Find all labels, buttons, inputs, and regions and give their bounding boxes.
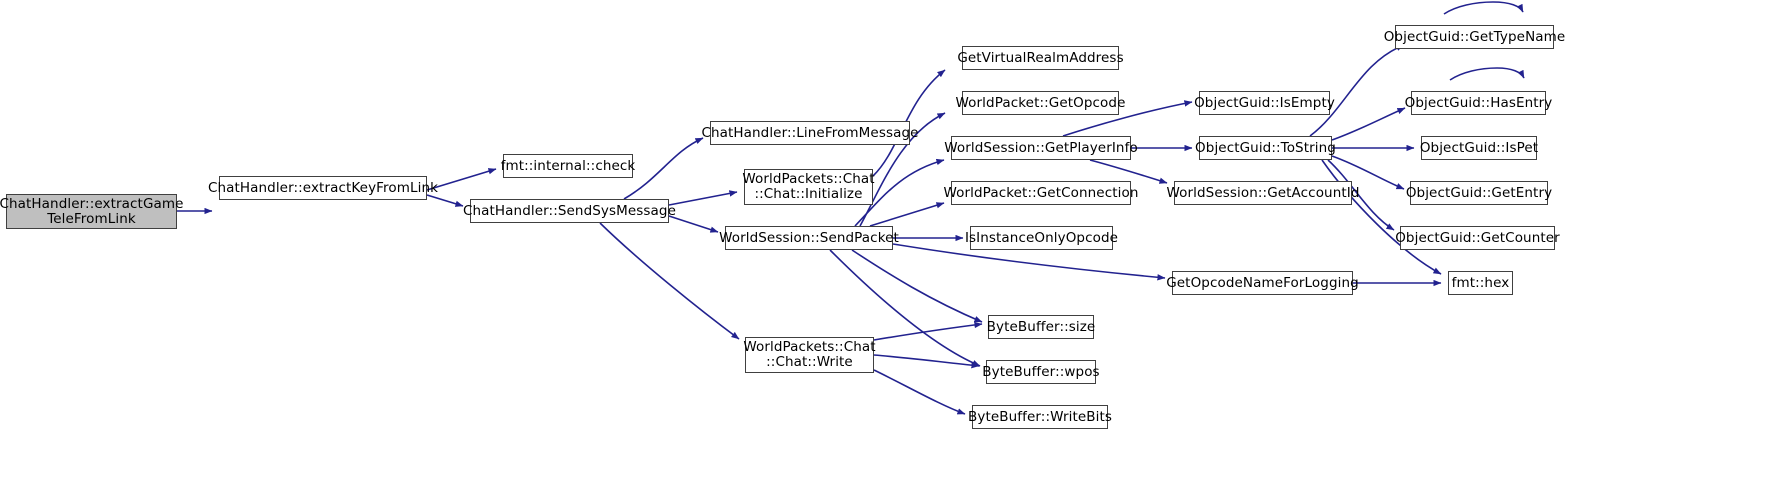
call-edge [623, 137, 704, 200]
graph-node[interactable]: WorldPacket::GetOpcode [956, 91, 1125, 115]
graph-node[interactable]: ObjectGuid::IsEmpty [1194, 91, 1335, 115]
graph-node[interactable]: ByteBuffer::wpos [982, 360, 1100, 384]
call-edge [873, 321, 983, 341]
call-edge [668, 215, 719, 233]
graph-node[interactable]: ByteBuffer::size [987, 315, 1095, 339]
graph-node[interactable]: WorldPackets::Chat ::Chat::Initialize [742, 169, 875, 205]
call-edge [873, 369, 966, 415]
graph-node[interactable]: WorldSession::GetAccountId [1167, 181, 1359, 205]
graph-node[interactable]: WorldSession::GetPlayerInfo [944, 136, 1138, 160]
call-edge [668, 190, 738, 206]
graph-node[interactable]: ObjectGuid::GetCounter [1395, 226, 1560, 250]
graph-node[interactable]: ObjectGuid::GetTypeName [1384, 25, 1565, 49]
call-edge [873, 354, 980, 369]
call-edge [426, 194, 464, 207]
call-edge [851, 249, 983, 323]
graph-node[interactable]: GetOpcodeNameForLogging [1166, 271, 1359, 295]
graph-node[interactable]: ByteBuffer::WriteBits [968, 405, 1112, 429]
graph-node[interactable]: ChatHandler::SendSysMessage [463, 199, 676, 223]
call-edge [1321, 159, 1442, 275]
graph-node[interactable]: ObjectGuid::HasEntry [1405, 91, 1552, 115]
graph-node[interactable]: ObjectGuid::IsPet [1420, 136, 1538, 160]
call-edge [1443, 1, 1524, 15]
graph-node[interactable]: IsInstanceOnlyOpcode [965, 226, 1118, 250]
graph-node-root[interactable]: ChatHandler::extractGame TeleFromLink [0, 194, 183, 229]
call-edge [1089, 159, 1168, 184]
graph-node[interactable]: fmt::internal::check [501, 154, 635, 178]
graph-node[interactable]: fmt::hex [1448, 271, 1513, 295]
graph-node[interactable]: WorldPacket::GetConnection [944, 181, 1138, 205]
call-edge [1449, 67, 1525, 81]
call-edge [1331, 107, 1406, 141]
graph-node[interactable]: GetVirtualRealmAddress [957, 46, 1124, 70]
graph-node[interactable]: ObjectGuid::ToString [1195, 136, 1336, 160]
graph-node[interactable]: WorldSession::SendPacket [719, 226, 899, 250]
graph-node[interactable]: ObjectGuid::GetEntry [1406, 181, 1552, 205]
graph-node[interactable]: WorldPackets::Chat ::Chat::Write [743, 337, 876, 373]
call-edge [869, 202, 945, 227]
graph-node[interactable]: ChatHandler::LineFromMessage [701, 121, 918, 145]
graph-node[interactable]: ChatHandler::extractKeyFromLink [208, 176, 438, 200]
